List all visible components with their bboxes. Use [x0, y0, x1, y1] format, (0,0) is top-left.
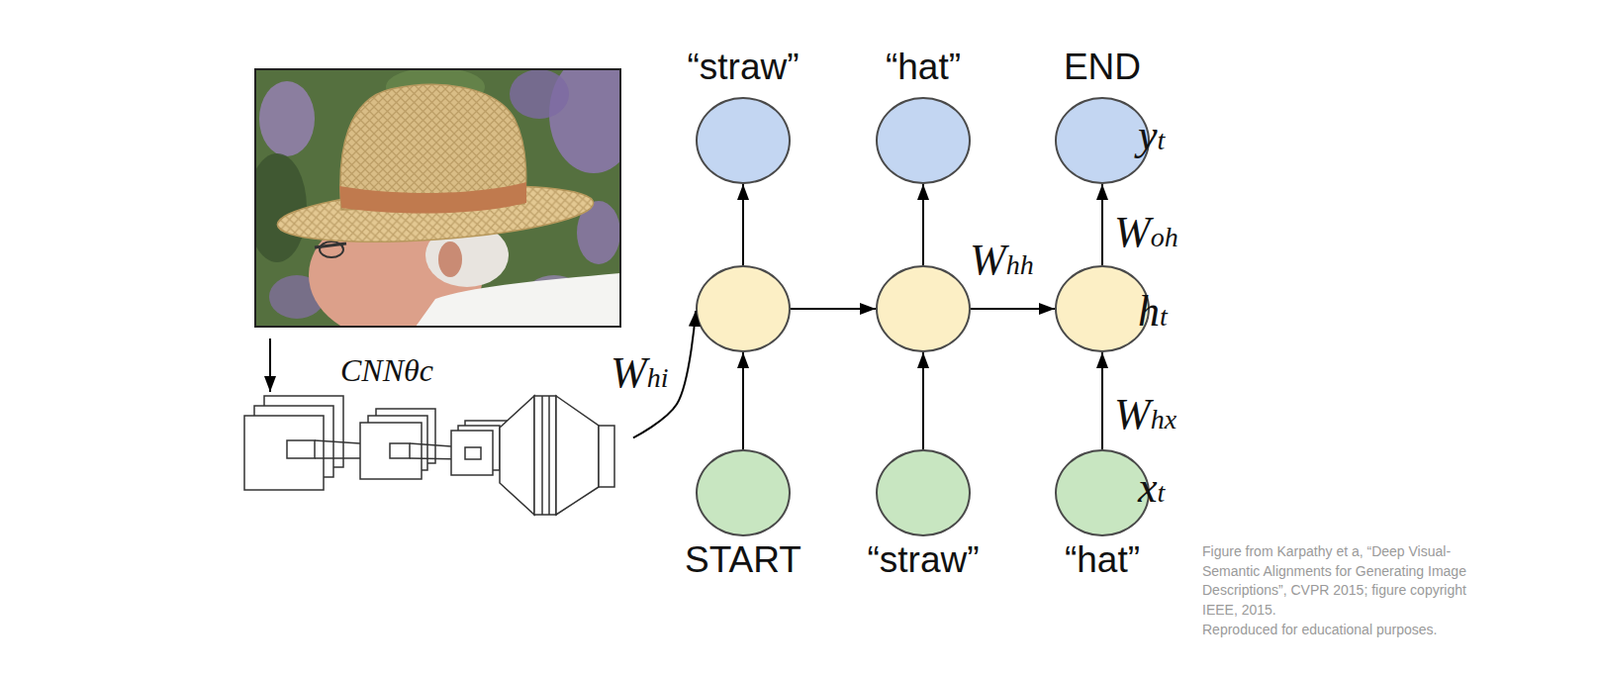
- flow-arrow: [742, 352, 745, 450]
- row-label: xt: [1137, 463, 1165, 518]
- dense-layer: [499, 395, 535, 515]
- input-word: “hat”: [1064, 540, 1140, 580]
- figure-credit: Reproduced for educational purposes.: [1202, 620, 1506, 641]
- output-word: END: [1063, 47, 1141, 88]
- dense-line: [548, 395, 551, 515]
- glasses: [319, 241, 344, 258]
- shirt: [415, 273, 621, 327]
- row-label: yt: [1137, 110, 1165, 166]
- flower-patch: [509, 69, 569, 119]
- photo-frame: [255, 69, 621, 327]
- flow-arrow: [1101, 352, 1104, 450]
- feature-map: [244, 415, 324, 490]
- flow-arrow: [790, 307, 876, 310]
- dense-layer: [556, 395, 599, 515]
- output-word: “hat”: [885, 47, 961, 88]
- photo: [255, 69, 621, 327]
- cnn-label: CNNθc: [340, 350, 434, 390]
- cnn-symbol: [244, 395, 615, 515]
- output-node: “hat”: [875, 96, 971, 185]
- input-word: “straw”: [866, 540, 979, 580]
- dense-layer: [534, 395, 557, 515]
- weight-label: Whh: [969, 235, 1035, 290]
- input-node: START: [695, 449, 791, 537]
- flow-arrow: [922, 184, 925, 266]
- feature-map: [451, 430, 493, 475]
- output-node: END: [1054, 96, 1150, 185]
- flow-arrow: [742, 184, 745, 266]
- output-node: “straw”: [695, 96, 791, 185]
- hidden-node: [695, 265, 791, 353]
- feature-map: [360, 422, 422, 479]
- weight-label: Woh: [1114, 207, 1179, 263]
- figure-credit: Figure from Karpathy et a, “Deep Visual-…: [1202, 542, 1506, 620]
- dense-line: [541, 395, 544, 515]
- hidden-node: [1054, 265, 1150, 353]
- input-node: “hat”: [1054, 449, 1150, 537]
- hidden-node: [875, 265, 971, 353]
- input-word: START: [684, 540, 802, 580]
- flower-patch: [259, 81, 315, 157]
- flow-arrow: [922, 352, 925, 450]
- kernel: [389, 443, 410, 459]
- dense-layer: [598, 425, 615, 487]
- cnn-block: CNNθc: [237, 387, 634, 523]
- leaf-patch: [255, 153, 307, 263]
- flow-arrow: [1101, 184, 1104, 266]
- ear: [438, 241, 463, 278]
- kernel: [465, 447, 481, 460]
- hat-band: [339, 182, 527, 213]
- weight-label: Whi: [610, 348, 668, 403]
- weight-label: Whx: [1114, 389, 1177, 445]
- row-label: ht: [1137, 286, 1168, 342]
- input-arrow: [269, 338, 272, 392]
- flow-arrow: [970, 307, 1055, 310]
- kernel: [286, 440, 315, 459]
- output-word: “straw”: [686, 47, 799, 88]
- input-node: “straw”: [875, 449, 971, 537]
